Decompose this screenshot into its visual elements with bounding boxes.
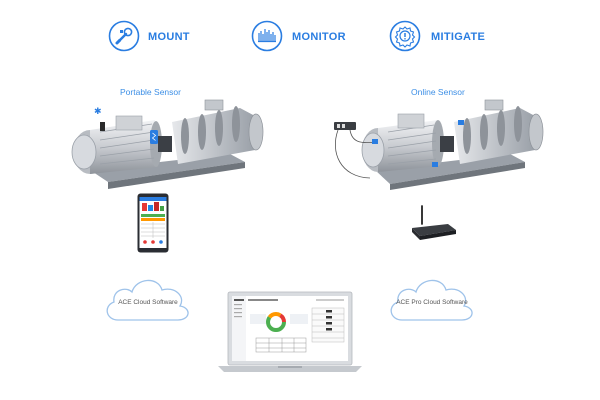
router-gateway-icon	[412, 205, 456, 240]
step-label-monitor: MONITOR	[292, 31, 346, 43]
cloud-label-left: ACE Cloud Software	[118, 299, 178, 306]
cloud-icon-left	[106, 279, 189, 321]
cloud-icon-right	[390, 279, 473, 321]
laptop-dashboard	[218, 291, 362, 372]
pump-motor-left	[71, 99, 264, 189]
waveform-icon	[251, 20, 283, 52]
step-label-mount: MOUNT	[148, 31, 190, 43]
online-sensor-label: Online Sensor	[411, 87, 465, 97]
alert-gear-icon	[389, 20, 421, 52]
smartphone-app	[137, 193, 169, 253]
bluetooth-icon: ✱	[94, 106, 102, 116]
step-label-mitigate: MITIGATE	[431, 31, 486, 43]
pump-motor-right	[334, 99, 544, 190]
portable-sensor-label: Portable Sensor	[120, 87, 181, 97]
wrench-icon	[108, 20, 140, 52]
cloud-label-right: ACE Pro Cloud Software	[396, 299, 468, 306]
